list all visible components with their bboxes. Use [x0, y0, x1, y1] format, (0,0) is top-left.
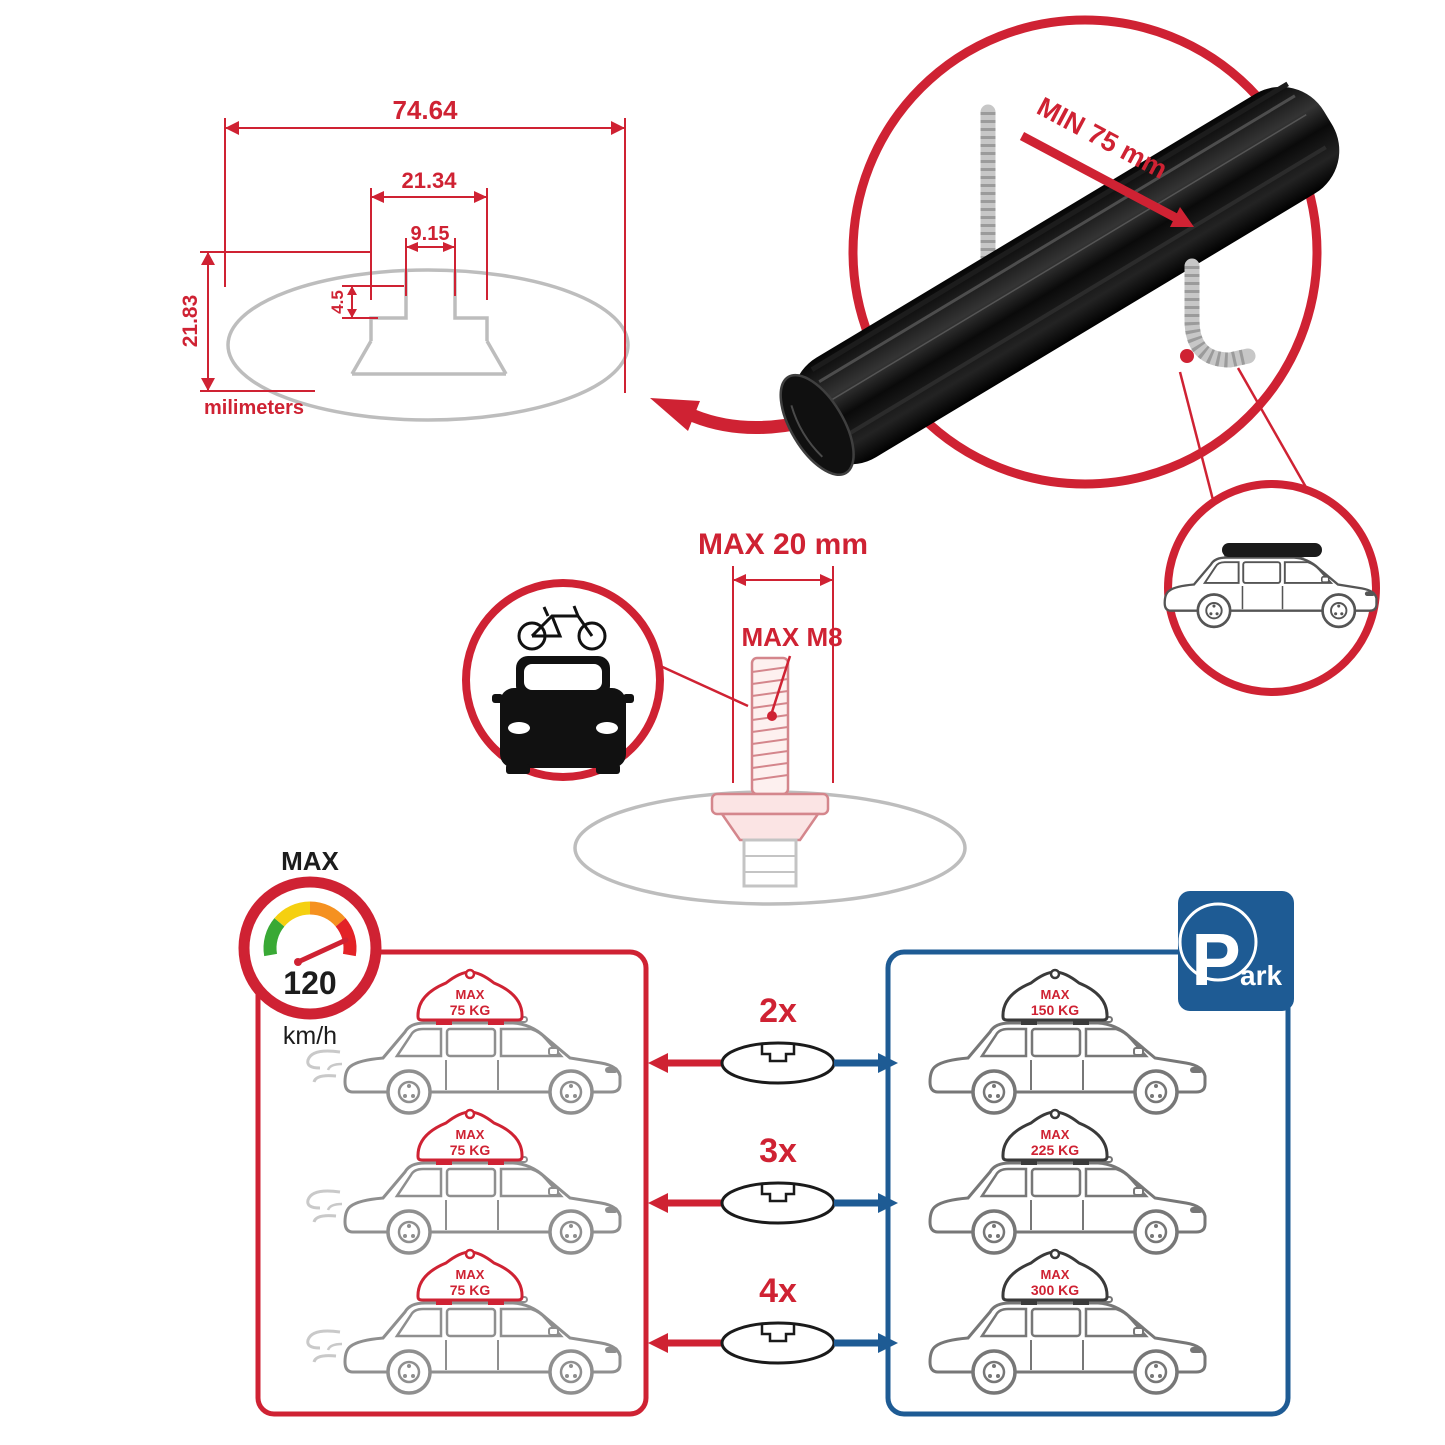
crossbar-section-icon — [720, 1321, 836, 1365]
dim-slot-width-label: 9.15 — [411, 223, 450, 245]
parking-letter-rest: ark — [1240, 960, 1282, 991]
speed-gauge-icon — [238, 876, 382, 1020]
min-clearance-label: MIN 75 mm — [1032, 91, 1172, 184]
speed-unit-label: km/h — [283, 1022, 337, 1050]
crossbar-section-icon — [720, 1181, 836, 1225]
crossbar-section-icon — [720, 1041, 836, 1085]
speed-limit-group: MAX 120 km/h — [238, 846, 382, 1050]
pod-load-label: 75 KG — [450, 1142, 491, 1158]
pod-max-label: MAX — [1041, 1127, 1070, 1142]
parking-sign-icon: P ark — [1178, 891, 1294, 1011]
speed-max-label: MAX — [281, 846, 339, 876]
zoom-circle-icon — [848, 15, 1322, 489]
pod-load-label: 225 KG — [1031, 1142, 1079, 1158]
right-cars: MAX 150 KG MAX 225 KG MAX 300 KG — [928, 968, 1207, 1395]
pod-max-label: MAX — [456, 1267, 485, 1282]
pod-max-label: MAX — [1041, 1267, 1070, 1282]
blue-right-arrow-icon — [878, 1193, 898, 1213]
blue-right-arrow-icon — [878, 1053, 898, 1073]
roof-box-icon — [1222, 543, 1322, 557]
crossbar-3d-view: MIN 75 mm — [779, 15, 1380, 696]
multiplier-rows: 2x 3x 4x — [648, 992, 898, 1365]
pod-load-label: 150 KG — [1031, 1002, 1079, 1018]
car-front-bike-circle — [462, 579, 664, 781]
dim-channel-width-label: 21.34 — [401, 168, 457, 193]
multiplier-label: 4x — [759, 1272, 797, 1310]
profile-dimension-diagram: 74.64 21.34 9.15 4.5 21.83 milimeters — [179, 95, 630, 422]
parking-letter-big: P — [1191, 918, 1240, 1001]
left-cars: MAX 75 KG MAX 75 KG MAX 75 KG — [306, 968, 622, 1395]
car-front-icon — [492, 656, 634, 774]
unit-label: milimeters — [204, 397, 304, 419]
speed-value-label: 120 — [283, 965, 336, 1001]
bolt-dimension-lines — [732, 566, 834, 783]
bolt-diagram: MAX 20 mm MAX M8 — [462, 528, 967, 906]
dim-total-width-label: 74.64 — [392, 95, 458, 125]
bolt-icon — [710, 656, 830, 888]
crossbar-icon — [779, 81, 1340, 476]
min-clearance-arrow-icon — [1019, 132, 1194, 227]
red-left-arrow-icon — [648, 1333, 668, 1353]
pod-load-label: 75 KG — [450, 1282, 491, 1298]
dim-lip-depth-label: 4.5 — [328, 290, 347, 314]
red-left-arrow-icon — [648, 1193, 668, 1213]
pod-max-label: MAX — [1041, 987, 1070, 1002]
multiplier-label: 3x — [759, 1132, 797, 1170]
suv-roofbox-circle — [1163, 480, 1380, 696]
pod-max-label: MAX — [456, 987, 485, 1002]
crossbar-section-drawing — [226, 268, 630, 422]
pod-load-label: 300 KG — [1031, 1282, 1079, 1298]
multiplier-label: 2x — [759, 992, 797, 1030]
red-left-arrow-icon — [648, 1053, 668, 1073]
pod-max-label: MAX — [456, 1127, 485, 1142]
blue-right-arrow-icon — [878, 1333, 898, 1353]
dim-total-height-label: 21.83 — [179, 295, 202, 348]
bolt-max-length-label: MAX 20 mm — [698, 528, 868, 561]
bike-icon — [517, 605, 607, 651]
dimension-lines — [200, 118, 626, 393]
pod-load-label: 75 KG — [450, 1002, 491, 1018]
bolt-thread-label: MAX M8 — [741, 622, 842, 652]
ubolt-right-leg-icon — [1180, 258, 1256, 368]
